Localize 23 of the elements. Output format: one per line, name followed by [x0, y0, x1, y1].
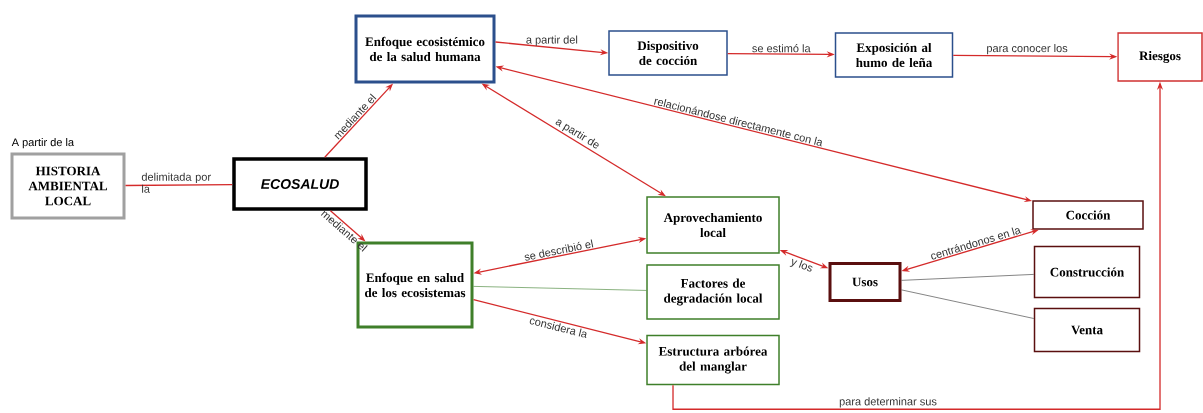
edge-label: y los: [789, 258, 813, 272]
edge-label: a partir del: [526, 35, 578, 46]
concept-box: Factores de degradación local: [646, 264, 780, 320]
edge-label: para determinar sus: [839, 397, 937, 408]
concept-box: Exposición al humo de leña: [834, 32, 954, 78]
concept-box: HISTORIA AMBIENTAL LOCAL: [10, 152, 126, 220]
concept-box: Enfoque ecosistémico de la salud humana: [354, 14, 496, 84]
concept-box: Cocción: [1032, 200, 1144, 230]
concept-box: Dispositivo de cocción: [608, 30, 728, 76]
concept-box: Usos: [828, 262, 902, 302]
concept-box: Venta: [1033, 307, 1141, 353]
edge-label: se estimó la: [752, 44, 811, 53]
edge-label: a partir de: [555, 119, 599, 149]
edge-label: se describió el: [524, 239, 594, 261]
concept-box: Estructura arbórea del manglar: [646, 334, 780, 386]
edge-label: para conocer los: [987, 44, 1068, 55]
concept-box: Construcción: [1033, 245, 1141, 299]
edge-label: delimitada por la: [141, 172, 211, 193]
concept-box: Riesgos: [1117, 32, 1203, 82]
edge-label: considera la: [529, 318, 587, 339]
concept-box: ECOSALUD: [232, 157, 368, 211]
beside-text: A partir de la: [11, 138, 75, 149]
concept-box: Aprovechamiento local: [646, 196, 780, 254]
